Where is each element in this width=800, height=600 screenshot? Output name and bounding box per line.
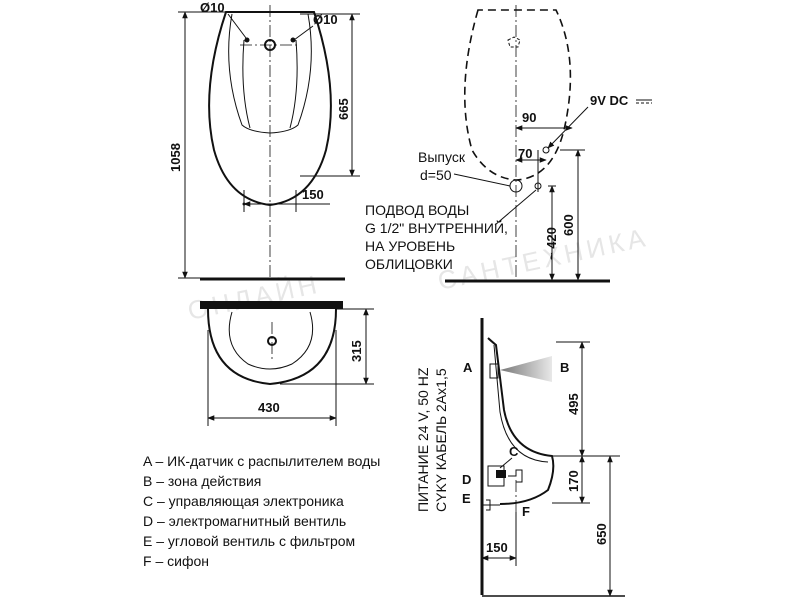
legend-item-d: D – электромагнитный вентиль <box>143 513 346 529</box>
dim-315: 315 <box>349 340 364 362</box>
legend-item-c: C – управляющая электроника <box>143 493 344 509</box>
front-view: Ø10 Ø10 665 1058 150 <box>168 0 360 281</box>
front-center-hole <box>264 39 276 51</box>
urinal-section-outline <box>487 337 555 505</box>
outlet-label-line2: d=50 <box>420 167 452 183</box>
label-f: F <box>522 504 530 519</box>
dim-420: ~ 420 <box>544 227 559 260</box>
power-line2: CYKY КАБЕЛЬ 2Ах1,5 <box>433 368 449 512</box>
dim-70: 70 <box>518 146 532 161</box>
legend-item-b: B – зона действия <box>143 473 261 489</box>
side-view: 9V DC 90 70 Выпуск d=50 ПОДВОД ВОДЫ G 1/… <box>365 5 652 283</box>
water-supply-line1: ПОДВОД ВОДЫ <box>365 202 469 218</box>
water-supply-line2: G 1/2" ВНУТРЕННИЙ, <box>365 219 508 236</box>
dim-600: 600 <box>561 214 576 236</box>
dim-hole-left: Ø10 <box>200 0 225 15</box>
section-view: A B C D E F ПИТАНИЕ 24 V, 50 HZ CYKY КАБ… <box>415 318 625 597</box>
legend-item-f: F – сифон <box>143 553 209 569</box>
dim-1058: 1058 <box>168 143 183 172</box>
label-d: D <box>462 472 471 487</box>
dim-150-section: 150 <box>486 540 508 555</box>
sensor-zone <box>500 356 552 382</box>
dim-hole-right: Ø10 <box>313 12 338 27</box>
urinal-top-outline <box>207 308 337 386</box>
dim-170: 170 <box>566 470 581 492</box>
label-b: B <box>560 360 569 375</box>
dim-150-front: 150 <box>302 187 324 202</box>
legend: A – ИК-датчик с распылителем воды B – зо… <box>143 453 380 569</box>
legend-item-a: A – ИК-датчик с распылителем воды <box>143 453 380 469</box>
label-e: E <box>462 491 471 506</box>
outlet-label-line1: Выпуск <box>418 149 466 165</box>
label-a: A <box>463 360 473 375</box>
dim-665: 665 <box>336 98 351 120</box>
water-supply-line3: НА УРОВЕНЬ <box>365 238 455 254</box>
dim-495: 495 <box>566 393 581 415</box>
label-c: C <box>509 444 519 459</box>
dim-650: 650 <box>594 523 609 545</box>
water-supply-line4: ОБЛИЦОВКИ <box>365 256 453 272</box>
power-line1: ПИТАНИЕ 24 V, 50 HZ <box>415 367 431 512</box>
watermark-text-2: ОНЛАЙН <box>185 268 323 325</box>
urinal-front-outline <box>208 11 332 207</box>
label-9v-dc: 9V DC <box>590 93 629 108</box>
top-view: 315 430 <box>200 301 374 426</box>
legend-item-e: E – угловой вентиль с фильтром <box>143 533 355 549</box>
dim-90: 90 <box>522 110 536 125</box>
dim-430: 430 <box>258 400 280 415</box>
